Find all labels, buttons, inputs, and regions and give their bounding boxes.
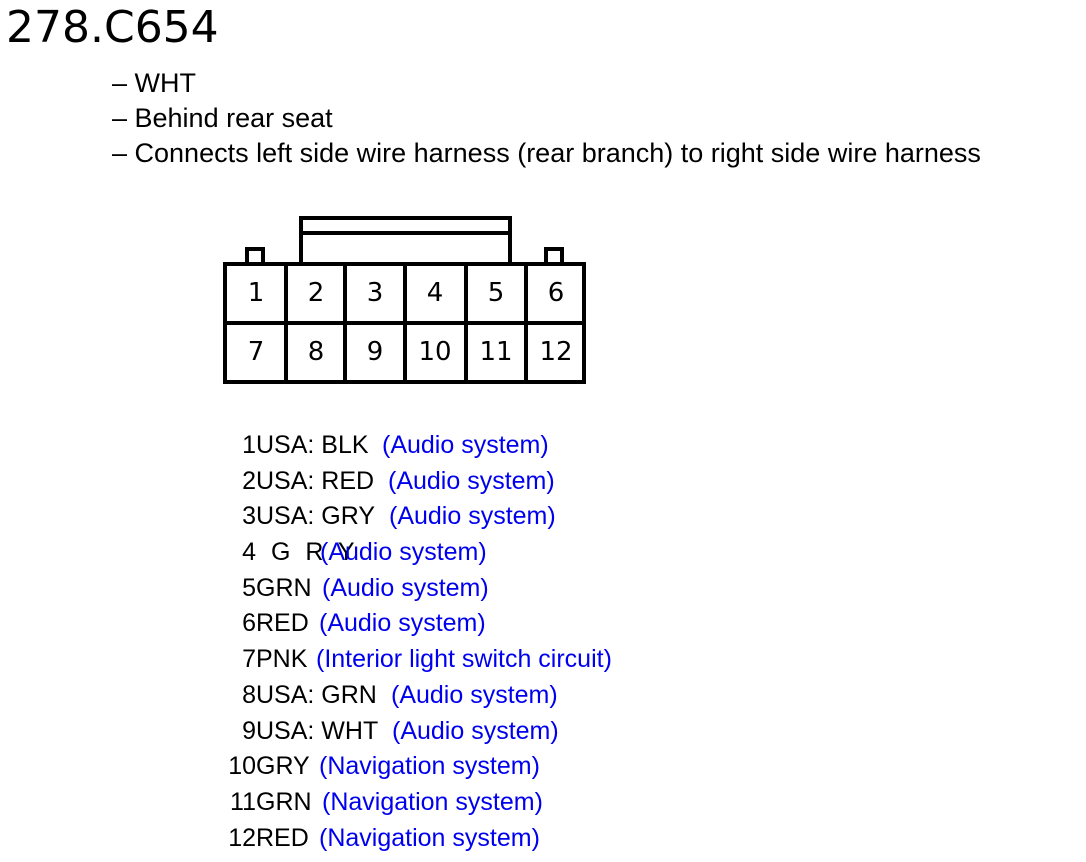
pin-row: 10GRY (Navigation system) — [212, 749, 732, 785]
pin-number: 10 — [228, 752, 256, 781]
pin-wire: GRN — [256, 787, 312, 816]
pin-label-1: 1 — [248, 278, 265, 308]
pin-number: 8 — [242, 680, 256, 709]
connector-left-key — [245, 247, 265, 264]
pin-label-2: 2 — [308, 278, 325, 308]
pin-number: 9 — [242, 716, 256, 745]
pin-row: 5GRN (Audio system) — [212, 571, 732, 607]
pin-row: 11GRN (Navigation system) — [212, 785, 732, 821]
pin-description-link[interactable]: (Audio system) — [392, 716, 559, 745]
page-title: 278.C654 — [6, 2, 219, 53]
pin-description-link[interactable]: (Audio system) — [322, 573, 489, 602]
pin-label-11: 11 — [479, 337, 512, 367]
pin-wire: USA: BLK — [256, 431, 369, 459]
pin-row: 8USA: GRN (Audio system) — [212, 678, 732, 714]
pin-number: 6 — [242, 609, 256, 638]
pin-row: 7PNK (Interior light switch circuit) — [212, 642, 732, 678]
connector-right-key — [544, 247, 564, 264]
pin-number: 4 — [242, 538, 256, 567]
pin-wire: RED — [256, 609, 309, 638]
pin-wire: USA: GRY — [256, 502, 376, 531]
connector-lock-tab — [299, 216, 512, 266]
pin-row: 9USA: WHT (Audio system) — [212, 714, 732, 750]
pin-number: 1 — [242, 431, 256, 459]
pin-label-9: 9 — [367, 337, 384, 367]
pin-row: 1USA: BLK (Audio system) — [212, 428, 732, 464]
pin-number: 11 — [230, 787, 256, 816]
pin-number: 2 — [242, 466, 256, 495]
connector-description: – WHT – Behind rear seat – Connects left… — [112, 66, 981, 171]
pin-wire: PNK — [256, 645, 308, 674]
pin-label-12: 12 — [539, 337, 572, 367]
connector-diagram: 1 2 3 4 5 6 7 8 9 10 11 12 — [223, 216, 586, 384]
pin-number: 3 — [242, 502, 256, 531]
description-connection: – Connects left side wire harness (rear … — [112, 138, 981, 168]
pin-label-3: 3 — [367, 278, 384, 308]
pin-description-link[interactable]: (Audio system) — [382, 431, 549, 459]
pin-label-6: 6 — [548, 278, 565, 308]
pin-wire: USA: RED — [256, 466, 375, 495]
pin-description-link[interactable]: (Audio system) — [389, 502, 556, 531]
pin-wire: G R Y — [270, 538, 355, 567]
pin-label-10: 10 — [418, 337, 451, 367]
pin-label-4: 4 — [427, 278, 444, 308]
pin-row: 3USA: GRY (Audio system) — [212, 499, 732, 535]
pin-description-link[interactable]: (Audio system) — [388, 466, 555, 495]
pin-wire: RED — [256, 823, 309, 852]
pin-description-link[interactable]: (Interior light switch circuit) — [316, 645, 612, 674]
pin-description-link[interactable]: (Audio system) — [319, 609, 486, 638]
pin-description-link[interactable]: (Audio system) — [320, 538, 487, 567]
pin-wire: GRN — [256, 573, 312, 602]
pin-description-link[interactable]: (Audio system) — [391, 680, 558, 709]
pin-row: 4 G R Y (Audio system) — [212, 535, 732, 571]
pin-row: 12RED (Navigation system) — [212, 821, 732, 857]
description-location: – Behind rear seat — [112, 103, 333, 133]
pin-description-link[interactable]: (Navigation system) — [322, 787, 543, 816]
pin-label-8: 8 — [308, 337, 325, 367]
pin-number: 7 — [242, 645, 256, 674]
pin-description-link[interactable]: (Navigation system) — [319, 823, 540, 852]
pin-number: 5 — [242, 573, 256, 602]
pin-row: 6RED (Audio system) — [212, 606, 732, 642]
pin-label-5: 5 — [488, 278, 505, 308]
pin-row: 2USA: RED (Audio system) — [212, 464, 732, 500]
pin-wire: USA: GRN — [256, 680, 377, 709]
pin-wire: USA: WHT — [256, 716, 379, 745]
description-color: – WHT — [112, 68, 196, 98]
pin-list: 1USA: BLK (Audio system) 2USA: RED (Audi… — [212, 428, 732, 856]
pin-wire: GRY — [256, 752, 310, 781]
pin-label-7: 7 — [248, 337, 265, 367]
pin-description-link[interactable]: (Navigation system) — [319, 752, 540, 781]
pin-number: 12 — [228, 823, 256, 852]
